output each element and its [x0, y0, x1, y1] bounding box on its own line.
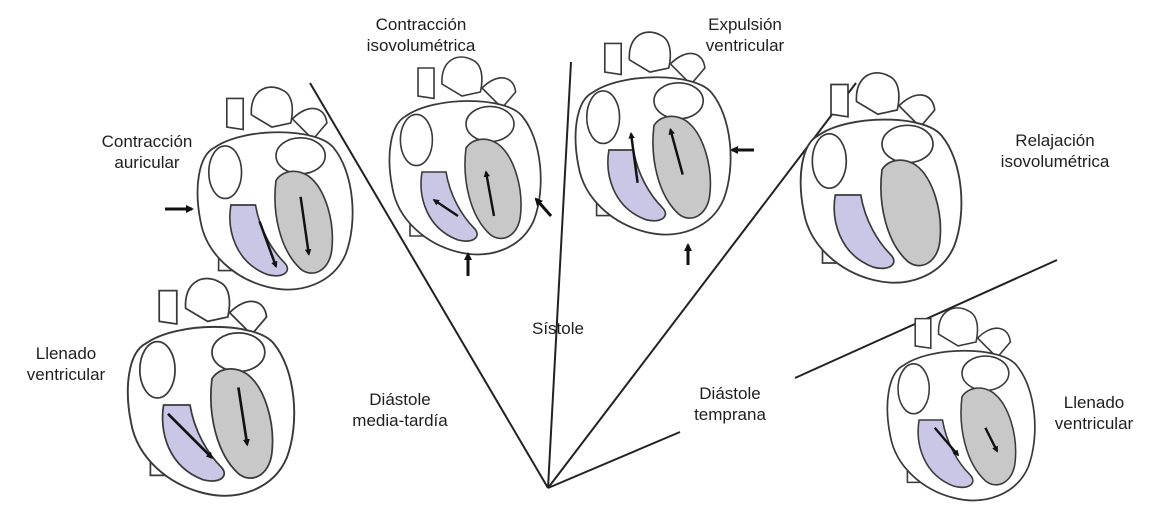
heart-ventricular-filling-left: [128, 279, 294, 496]
label-ventricular-filling-left: Llenado ventricular: [16, 343, 116, 385]
label-early-diastole: Diástole temprana: [680, 383, 780, 425]
label-atrial-contraction: Contracción auricular: [82, 131, 212, 173]
label-systole: Sístole: [518, 318, 598, 339]
divider-line: [548, 62, 571, 488]
divider-line: [548, 432, 680, 488]
label-isovolumetric-contraction: Contracción isovolumétrica: [356, 14, 486, 56]
label-mid-late-diastole: Diástole media-tardía: [345, 389, 455, 431]
label-ventricular-ejection: Expulsión ventricular: [690, 14, 800, 56]
heart-ventricular-filling-right: [887, 308, 1034, 500]
heart-isovolumetric-relaxation: [801, 73, 962, 283]
label-isovolumetric-relaxation: Relajación isovolumétrica: [990, 130, 1120, 172]
heart-isovolumetric-contraction: [389, 57, 540, 254]
label-ventricular-filling-right: Llenado ventricular: [1044, 392, 1144, 434]
heart-ventricular-ejection: [576, 32, 731, 234]
